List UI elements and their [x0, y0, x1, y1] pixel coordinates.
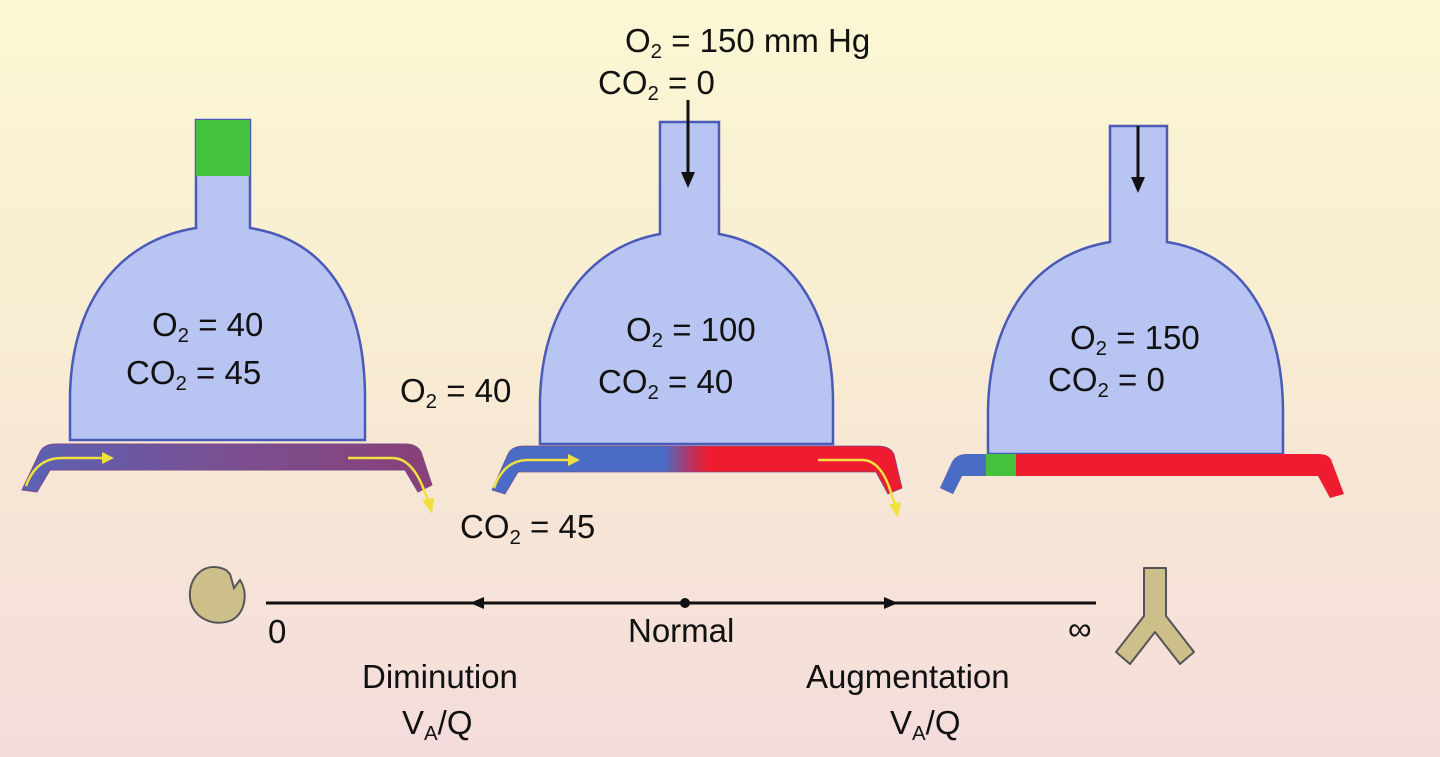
venous-o2-label: O2 = 40 — [400, 372, 512, 413]
capillary-venous-segment — [940, 454, 988, 494]
venous-co2-label: CO2 = 45 — [460, 508, 596, 549]
alveolus-bell — [538, 120, 835, 446]
alveolus-unit-obstructed — [21, 118, 434, 514]
scale-normal-point — [680, 598, 690, 608]
scale-right-end-label: ∞ — [1068, 610, 1092, 647]
va-q-scale — [266, 597, 1096, 609]
obstructed-airway-icon — [188, 565, 246, 624]
alveolus-unit-dead-space — [940, 124, 1344, 498]
unit1-co2-label: CO2 = 45 — [126, 354, 262, 395]
blood-flow-arrow-icon — [24, 456, 102, 487]
inspired-o2-label: O2 = 150 mm Hg — [625, 22, 871, 63]
blood-flow-arrow-icon — [492, 458, 568, 489]
inspired-co2-label: CO2 = 0 — [598, 64, 715, 105]
unit3-co2-label: CO2 = 0 — [1048, 361, 1165, 402]
alveolus-bell — [986, 124, 1285, 456]
capillary-obstruction-block — [986, 454, 1016, 476]
scale-left-end-label: 0 — [268, 613, 287, 650]
diminution-vaq-label: VA/Q — [402, 704, 473, 745]
unit3-o2-label: O2 = 150 — [1070, 319, 1200, 360]
blood-flow-arrow-icon — [818, 458, 897, 505]
scale-arrow-left-icon — [470, 597, 484, 609]
augmentation-caption: Augmentation — [806, 658, 1010, 695]
scale-center-label: Normal — [628, 612, 735, 649]
blood-flow-arrow-icon — [348, 456, 430, 501]
capillary-mixed-venous — [21, 443, 433, 493]
unit1-o2-label: O2 = 40 — [152, 306, 264, 347]
bronchus-y-icon — [1115, 567, 1195, 665]
scale-arrow-right-icon — [884, 597, 898, 609]
alveolus-unit-normal — [491, 100, 903, 518]
diminution-caption: Diminution — [362, 658, 518, 695]
augmentation-vaq-label: VA/Q — [890, 704, 961, 745]
capillary-normal — [491, 445, 903, 495]
unit2-o2-label: O2 = 100 — [626, 311, 756, 352]
unit2-co2-label: CO2 = 40 — [598, 363, 734, 404]
capillary-arterial — [940, 454, 1344, 498]
airway-obstruction-block — [196, 120, 250, 176]
